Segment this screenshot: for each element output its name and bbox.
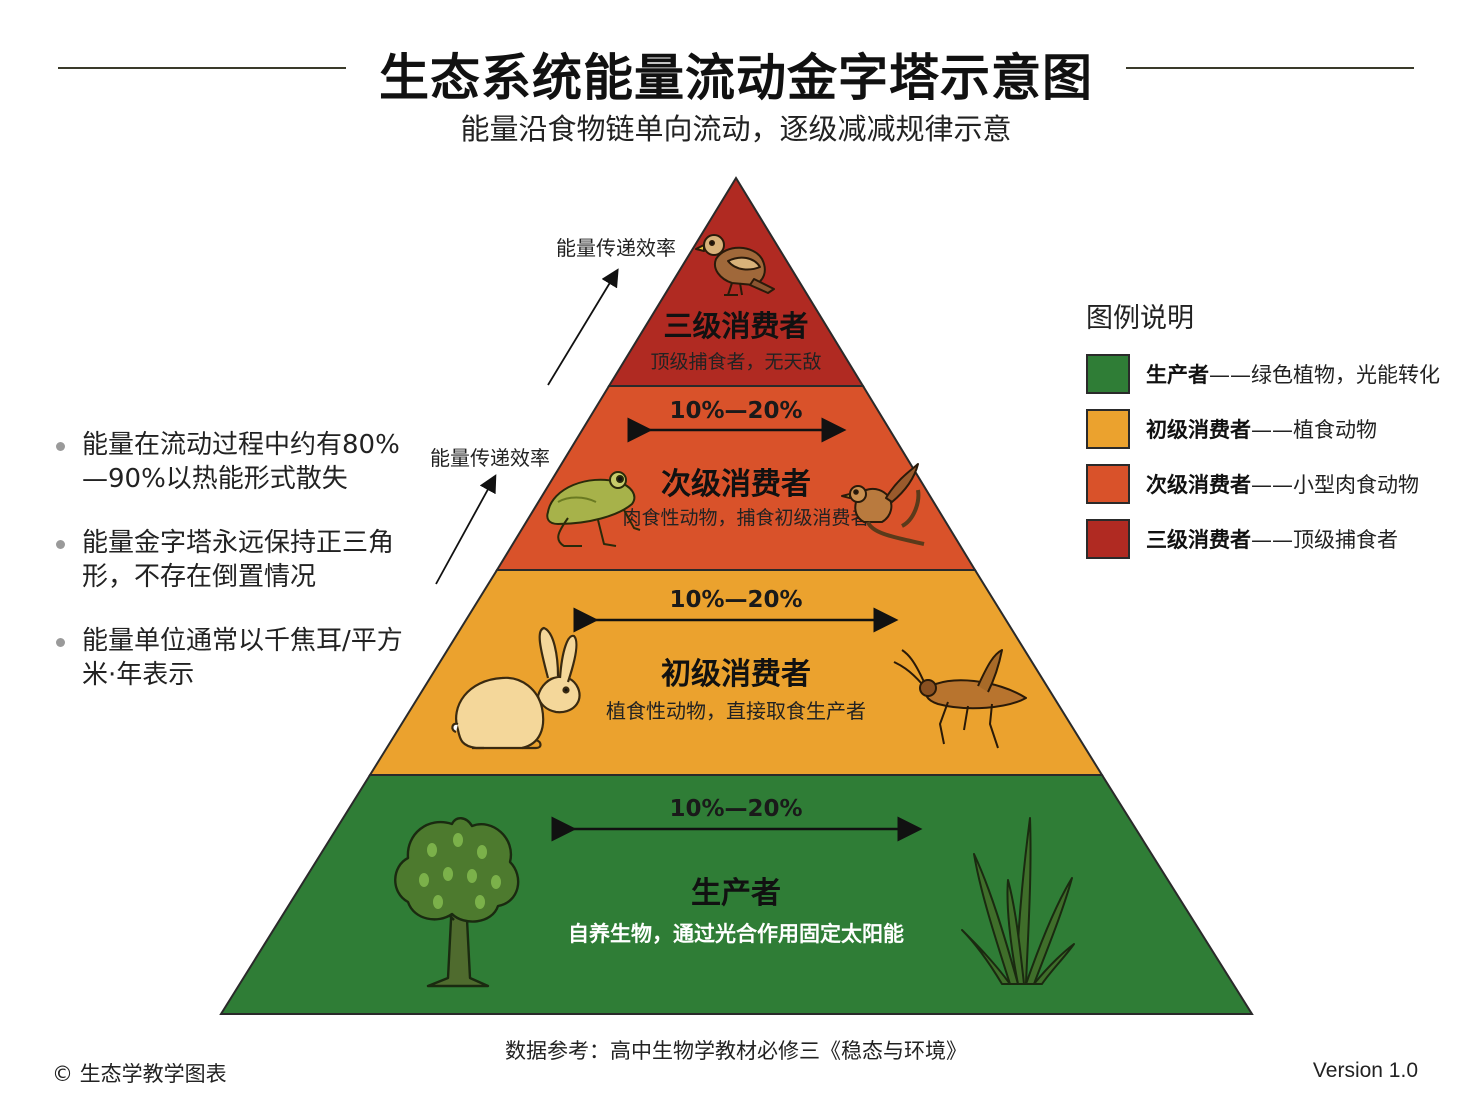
rabbit-icon bbox=[451, 626, 581, 750]
tree-icon bbox=[394, 817, 520, 988]
note-item: 能量在流动过程中约有80%—90%以热能形式散失 bbox=[54, 428, 414, 496]
legend-swatch bbox=[1086, 519, 1130, 559]
tier-tertiary-name: 三级消费者 bbox=[663, 309, 808, 343]
tier-producer-name: 生产者 bbox=[691, 876, 781, 911]
legend: 图例说明 生产者——绿色植物，光能转化 初级消费者——植食动物 次级消费者——小… bbox=[1086, 296, 1456, 573]
legend-swatch bbox=[1086, 464, 1130, 504]
data-source: 数据参考：高中生物学教材必修三《稳态与环境》 bbox=[505, 1039, 967, 1063]
transfer-rate-1: 10%—20% bbox=[669, 398, 802, 424]
notes-list: 能量在流动过程中约有80%—90%以热能形式散失 能量金字塔永远保持正三角形，不… bbox=[54, 428, 414, 722]
efficiency-label-upper: 能量传递效率 bbox=[556, 236, 676, 260]
legend-item-name: 初级消费者 bbox=[1146, 418, 1251, 442]
efficiency-arrow-lower bbox=[435, 474, 497, 585]
transfer-rate-3: 10%—20% bbox=[669, 796, 802, 822]
legend-item-producer: 生产者——绿色植物，光能转化 bbox=[1086, 353, 1456, 395]
legend-item-tertiary: 三级消费者——顶级捕食者 bbox=[1086, 518, 1456, 560]
legend-item-name: 生产者 bbox=[1146, 363, 1209, 387]
transfer-rate-2: 10%—20% bbox=[669, 587, 802, 613]
legend-swatch bbox=[1086, 354, 1130, 394]
legend-item-primary: 初级消费者——植食动物 bbox=[1086, 408, 1456, 450]
legend-title: 图例说明 bbox=[1086, 303, 1194, 334]
note-item: 能量单位通常以千焦耳/平方米·年表示 bbox=[54, 624, 414, 692]
grass-icon bbox=[961, 817, 1075, 985]
title-rule-right bbox=[1126, 67, 1414, 69]
bird-icon bbox=[841, 463, 925, 546]
hawk-icon bbox=[695, 234, 775, 296]
efficiency-label-lower: 能量传递效率 bbox=[430, 446, 550, 470]
efficiency-arrow-upper bbox=[547, 268, 619, 386]
tier-primary-name: 初级消费者 bbox=[661, 657, 811, 692]
version-label: Version 1.0 bbox=[1312, 1059, 1418, 1082]
page-subtitle: 能量沿食物链单向流动，逐级减减规律示意 bbox=[460, 112, 1012, 146]
legend-item-name: 次级消费者 bbox=[1146, 473, 1251, 497]
title-rule-left bbox=[58, 67, 346, 69]
legend-item-desc: ——绿色植物，光能转化 bbox=[1209, 363, 1440, 387]
tier-secondary-desc: 肉食性动物，捕食初级消费者 bbox=[622, 507, 869, 529]
legend-item-secondary: 次级消费者——小型肉食动物 bbox=[1086, 463, 1456, 505]
tier-secondary-name: 次级消费者 bbox=[661, 467, 811, 502]
legend-item-name: 三级消费者 bbox=[1146, 528, 1251, 552]
grasshopper-icon bbox=[893, 649, 1027, 749]
copyright: © 生态学教学图表 bbox=[52, 1062, 227, 1086]
tier-tertiary-desc: 顶级捕食者，无天敌 bbox=[650, 351, 821, 373]
page-title: 生态系统能量流动金字塔示意图 bbox=[379, 49, 1093, 107]
legend-item-desc: ——顶级捕食者 bbox=[1251, 528, 1398, 552]
legend-item-desc: ——植食动物 bbox=[1251, 418, 1377, 442]
legend-swatch bbox=[1086, 409, 1130, 449]
note-item: 能量金字塔永远保持正三角形，不存在倒置情况 bbox=[54, 526, 414, 594]
frog-icon bbox=[546, 471, 641, 547]
tier-primary-desc: 植食性动物，直接取食生产者 bbox=[606, 699, 866, 723]
legend-item-desc: ——小型肉食动物 bbox=[1251, 473, 1419, 497]
tier-producer-desc: 自养生物，通过光合作用固定太阳能 bbox=[568, 922, 904, 946]
